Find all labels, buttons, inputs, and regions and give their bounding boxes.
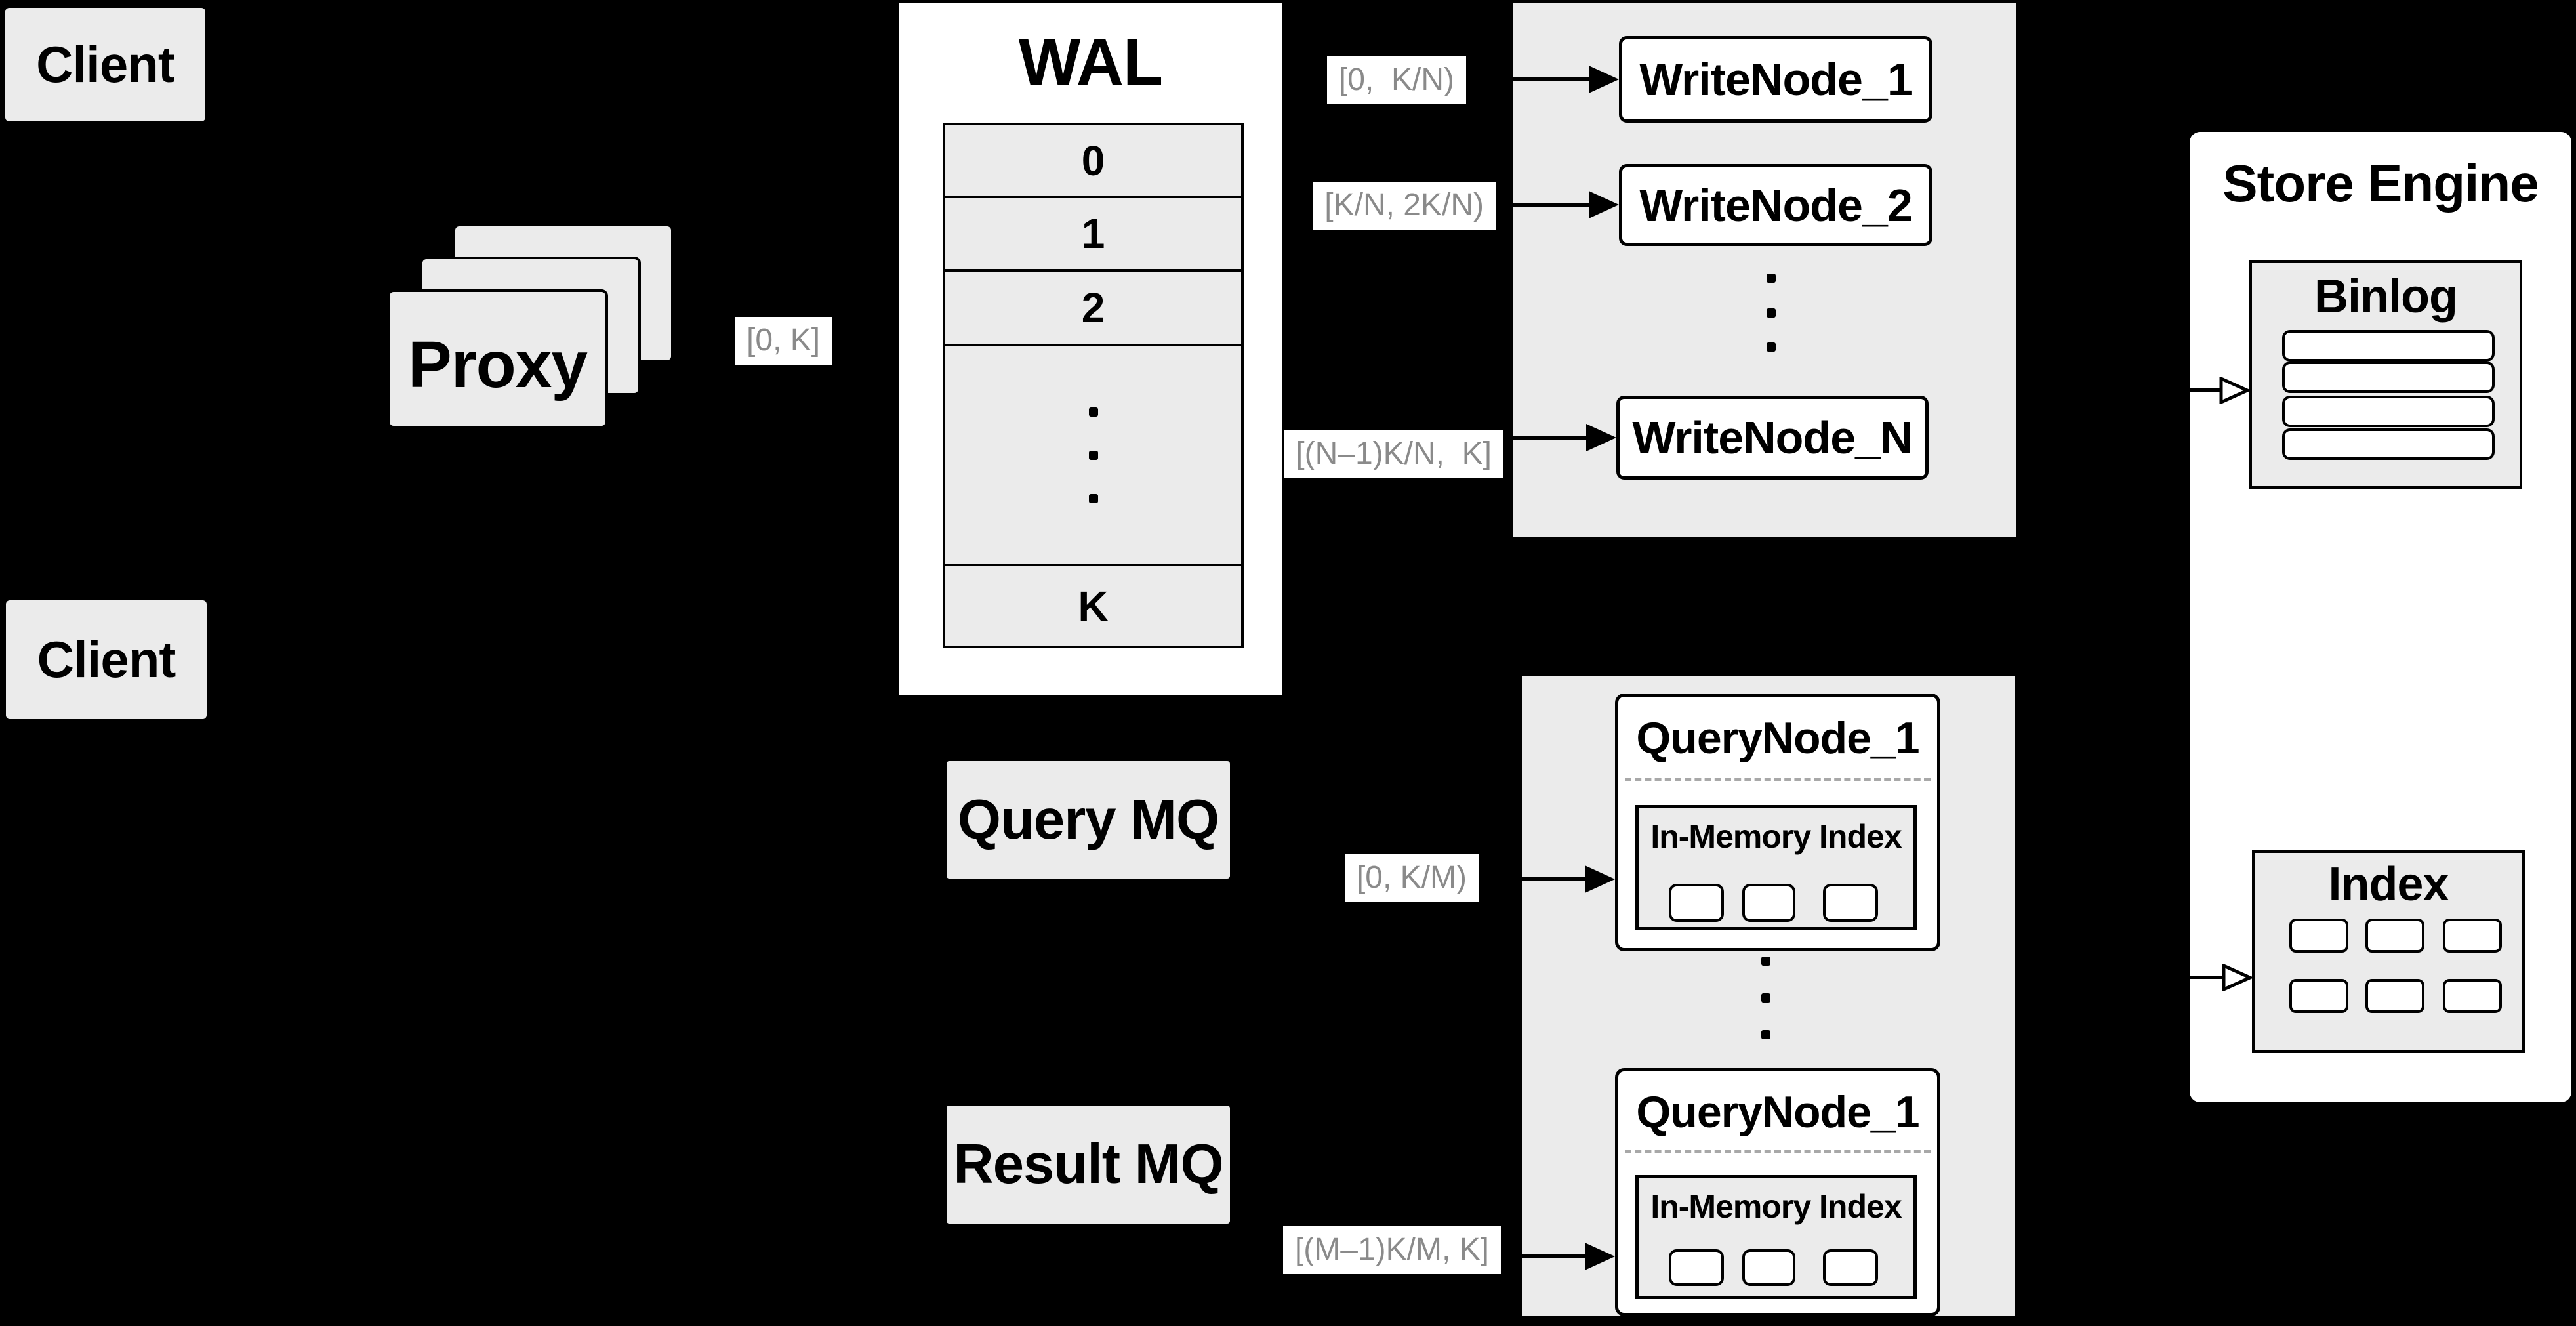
ellipsis-dot bbox=[1761, 957, 1770, 966]
query-range-chip-1: [0, K/M) bbox=[1344, 854, 1479, 902]
index-cell bbox=[2365, 919, 2424, 953]
store-engine-title: Store Engine bbox=[2190, 151, 2571, 217]
ellipsis-dot bbox=[1767, 308, 1776, 318]
ellipsis-dot bbox=[1088, 407, 1098, 417]
index-cell bbox=[2289, 979, 2348, 1013]
index-cell bbox=[2289, 919, 2348, 953]
arrowhead-icon bbox=[1585, 865, 1615, 893]
in-memory-index-title-1: In-Memory Index bbox=[1635, 814, 1917, 860]
wal-segment-2: 2 bbox=[1081, 284, 1105, 331]
write-node-n-label: WriteNode_N bbox=[1632, 412, 1913, 463]
write-node-1: WriteNode_1 bbox=[1619, 36, 1932, 123]
arrow-to-query-node-2 bbox=[1522, 1243, 1615, 1270]
binlog-title-text: Binlog bbox=[2314, 270, 2458, 323]
wal-segment-k: K bbox=[1078, 582, 1109, 630]
ellipsis-dot bbox=[1767, 274, 1776, 283]
index-cell bbox=[2365, 979, 2424, 1013]
proxy-range-chip: [0, K] bbox=[735, 317, 832, 365]
write-node-1-label: WriteNode_1 bbox=[1639, 54, 1913, 105]
ellipsis-dot bbox=[1761, 993, 1770, 1003]
arrow-to-query-node-1 bbox=[1522, 865, 1615, 893]
in-memory-index-title-2: In-Memory Index bbox=[1635, 1184, 1917, 1230]
ellipsis-dot bbox=[1088, 493, 1098, 503]
index-segment-cell bbox=[1669, 1249, 1724, 1286]
wal-title: WAL bbox=[899, 25, 1282, 99]
write-range-chip-n: [(N–1)K/N, K] bbox=[1284, 430, 1503, 478]
write-node-n: WriteNode_N bbox=[1616, 396, 1929, 480]
dashed-divider bbox=[1625, 1150, 1931, 1153]
store-engine-title-text: Store Engine bbox=[2222, 154, 2539, 213]
binlog-entry bbox=[2282, 330, 2495, 362]
proxy-label: Proxy bbox=[408, 327, 588, 402]
proxy-card-front: Proxy bbox=[387, 289, 608, 428]
arrow-line bbox=[1513, 436, 1586, 440]
client-box-bottom: Client bbox=[6, 600, 207, 719]
query-node-1-title-text: QueryNode_1 bbox=[1636, 713, 1919, 763]
query-mq-box: Query MQ bbox=[947, 761, 1230, 879]
client-bottom-label: Client bbox=[37, 631, 176, 688]
wal-segment-table: 0 1 2 K bbox=[943, 123, 1244, 648]
arrow-line bbox=[1522, 1254, 1585, 1258]
client-top-label: Client bbox=[36, 35, 175, 93]
write-node-2: WriteNode_2 bbox=[1619, 164, 1932, 246]
index-segment-cell bbox=[1823, 1249, 1878, 1286]
in-memory-index-text: In-Memory Index bbox=[1650, 1188, 1902, 1225]
arrow-line bbox=[1522, 877, 1585, 881]
arrow-line bbox=[1513, 203, 1589, 207]
index-title-text: Index bbox=[2328, 858, 2449, 911]
arrowhead-icon bbox=[1586, 424, 1616, 451]
ellipsis-dot bbox=[1767, 342, 1776, 352]
wal-ellipsis-row bbox=[943, 344, 1244, 566]
binlog-entry bbox=[2282, 396, 2495, 427]
in-memory-index-text: In-Memory Index bbox=[1650, 818, 1902, 855]
wal-segment-0: 0 bbox=[1081, 136, 1105, 184]
arrowhead-icon bbox=[1589, 191, 1619, 218]
wal-segment-row: 1 bbox=[943, 196, 1244, 272]
arrowhead-icon bbox=[1589, 66, 1619, 93]
query-node-2-title: QueryNode_1 bbox=[1615, 1083, 1940, 1142]
write-range-chip-2: [K/N, 2K/N) bbox=[1313, 182, 1496, 230]
query-node-2-title-text: QueryNode_1 bbox=[1636, 1087, 1919, 1137]
index-title: Index bbox=[2252, 858, 2525, 911]
result-mq-label: Result MQ bbox=[953, 1133, 1223, 1195]
wal-segment-row: K bbox=[943, 564, 1244, 648]
arrow-line bbox=[1513, 77, 1589, 81]
result-mq-box: Result MQ bbox=[947, 1106, 1230, 1224]
index-segment-cell bbox=[1669, 884, 1724, 922]
hollow-arrowhead-icon bbox=[2222, 964, 2252, 991]
write-node-2-label: WriteNode_2 bbox=[1639, 179, 1913, 231]
index-cell bbox=[2443, 979, 2502, 1013]
wal-segment-1: 1 bbox=[1081, 210, 1105, 257]
arrow-to-binlog bbox=[2190, 377, 2249, 404]
index-cell bbox=[2443, 919, 2502, 953]
ellipsis-dot bbox=[1761, 1030, 1770, 1039]
arrow-to-write-node-2 bbox=[1513, 191, 1619, 218]
arrowhead-icon bbox=[1585, 1243, 1615, 1270]
query-node-1-title: QueryNode_1 bbox=[1615, 709, 1940, 768]
binlog-title: Binlog bbox=[2249, 270, 2522, 323]
wal-segment-row: 2 bbox=[943, 269, 1244, 346]
hollow-arrowhead-icon bbox=[2219, 377, 2249, 404]
arrow-to-write-node-n bbox=[1513, 424, 1616, 451]
binlog-entry bbox=[2282, 428, 2495, 460]
dashed-divider bbox=[1625, 778, 1931, 781]
arrow-to-write-node-1 bbox=[1513, 66, 1619, 93]
arrow-to-index bbox=[2190, 964, 2252, 991]
index-segment-cell bbox=[1742, 884, 1795, 922]
ellipsis-dot bbox=[1088, 450, 1098, 460]
arrow-line bbox=[2190, 388, 2221, 392]
query-mq-label: Query MQ bbox=[957, 788, 1219, 851]
binlog-entry bbox=[2282, 362, 2495, 393]
client-box-top: Client bbox=[5, 8, 205, 121]
wal-title-text: WAL bbox=[1018, 25, 1163, 99]
query-range-chip-2: [(M–1)K/M, K] bbox=[1282, 1226, 1501, 1274]
index-segment-cell bbox=[1823, 884, 1878, 922]
index-segment-cell bbox=[1742, 1249, 1795, 1286]
wal-segment-row: 0 bbox=[943, 123, 1244, 198]
arrow-line bbox=[2190, 976, 2224, 979]
write-range-chip-1: [0, K/N) bbox=[1326, 56, 1466, 104]
